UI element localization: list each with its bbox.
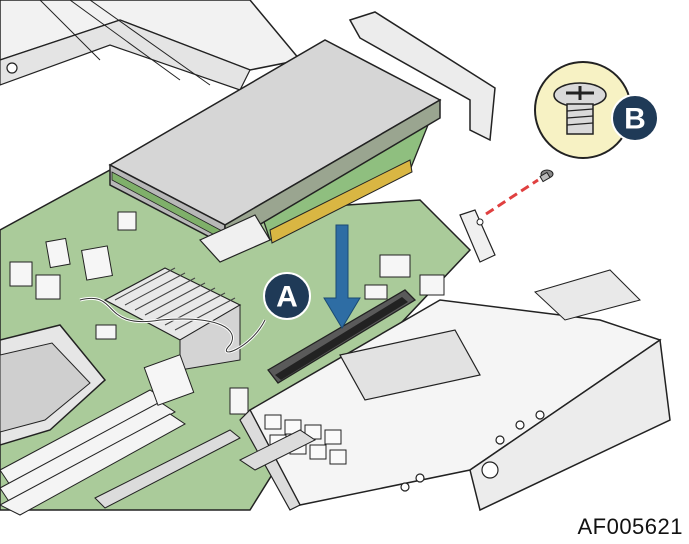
screw-icon xyxy=(553,82,607,135)
callout-a: A xyxy=(263,272,311,320)
callout-b: B xyxy=(611,94,659,142)
figure-id: AF005621 xyxy=(577,514,683,539)
down-arrow-icon xyxy=(323,224,361,329)
riser-slot xyxy=(267,289,417,384)
callout-b-label: B xyxy=(624,103,646,136)
screw xyxy=(539,169,554,183)
cpu-socket xyxy=(0,324,107,446)
dimm-slots xyxy=(0,389,186,516)
screw-guide xyxy=(459,169,554,263)
power-supply-housing xyxy=(239,269,671,512)
callout-a-label: A xyxy=(276,281,298,314)
riser-card-assembly xyxy=(108,11,496,263)
board-connectors xyxy=(9,211,445,415)
motherboard xyxy=(0,169,472,516)
io-pins xyxy=(94,429,316,509)
chassis-frame xyxy=(0,0,302,91)
